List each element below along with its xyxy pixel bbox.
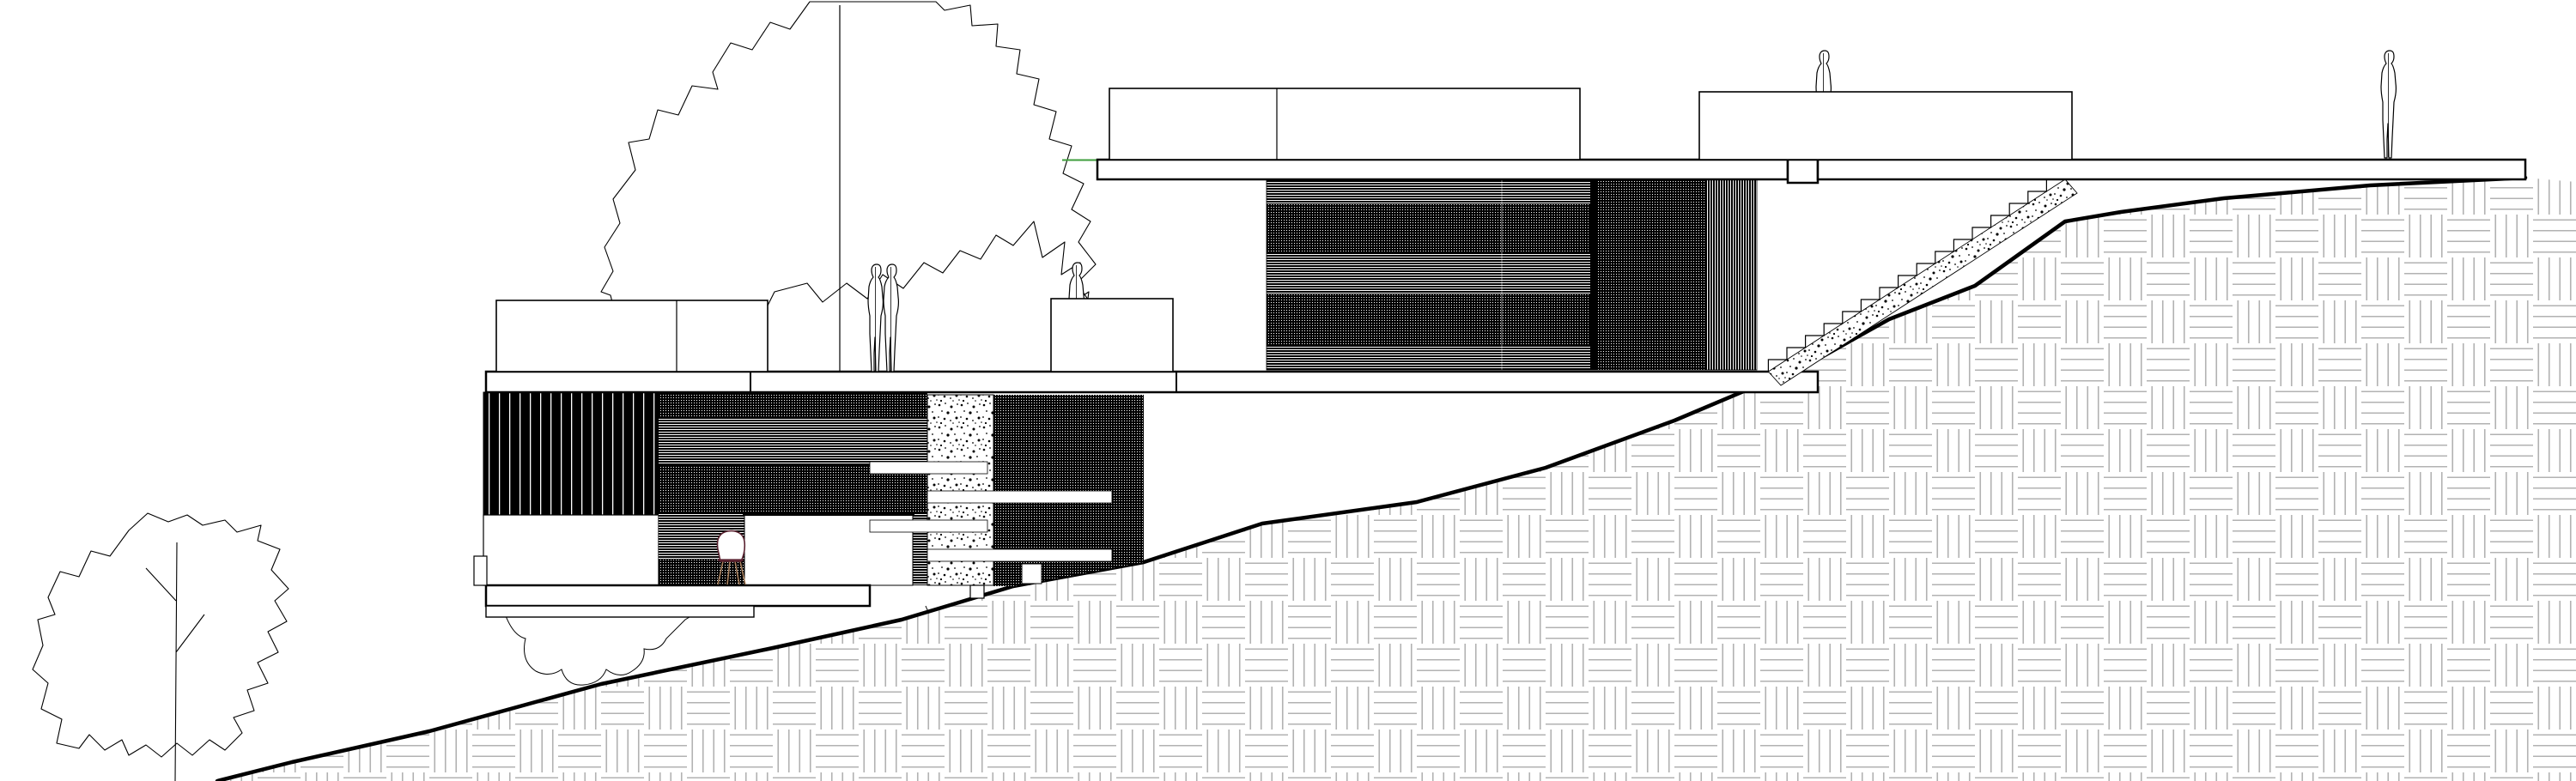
lower-base-slab <box>484 584 872 608</box>
terrace-floor-band <box>484 370 1820 394</box>
tree-canopy <box>600 1 1097 368</box>
stair-steps <box>1767 179 2065 372</box>
small-tree-lower-left <box>32 512 289 781</box>
stair-landings <box>869 461 1113 562</box>
large-deciduous-tree <box>600 1 1097 372</box>
terrain <box>215 175 2576 781</box>
lower-parapet-left <box>495 300 769 372</box>
left-step <box>473 555 488 586</box>
vertical-slat-panel <box>483 391 659 516</box>
roof-junction-box <box>1786 158 1820 185</box>
upper-roof-slab <box>1096 158 1789 181</box>
upper-parapet-right <box>1698 91 2073 160</box>
terrace-deck-slab <box>1816 158 2527 181</box>
vertical-slat-zone <box>1706 179 1757 370</box>
upper-parapet-left <box>1109 88 1581 160</box>
stair-stringer <box>1767 179 2078 386</box>
stool-chair <box>716 530 746 585</box>
lower-facade <box>483 391 1144 586</box>
right-base-step <box>969 584 985 599</box>
dot-band-left <box>659 560 744 585</box>
louver-band <box>659 417 927 465</box>
lower-parapet-right <box>1050 298 1174 372</box>
dot-zone <box>1597 179 1706 370</box>
outdoor-stair <box>1767 179 2078 386</box>
figure-couple-b <box>883 263 899 372</box>
lower-roof-parapets-and-figures <box>495 262 1174 372</box>
figure-terrace-right <box>2380 50 2397 159</box>
dark-seam <box>1590 179 1597 370</box>
chair-legs <box>717 560 746 585</box>
upper-facade <box>1266 179 1758 371</box>
chair-shell <box>716 530 746 562</box>
small-tree-trunk <box>145 542 205 781</box>
figure-couple-a <box>867 263 884 372</box>
banded-zone <box>1267 179 1590 370</box>
niche-window <box>1021 563 1042 584</box>
upper-pavilion <box>1096 50 2527 386</box>
dot-panel-right <box>993 395 1144 586</box>
dot-band <box>659 392 927 417</box>
terrain-hatch <box>217 178 2576 781</box>
lower-pavilion <box>473 391 1144 618</box>
slope-ground-line <box>215 175 2528 781</box>
lower-base-lip <box>485 605 755 618</box>
small-tree-canopy <box>32 512 289 758</box>
lower-wall-white <box>483 514 659 586</box>
